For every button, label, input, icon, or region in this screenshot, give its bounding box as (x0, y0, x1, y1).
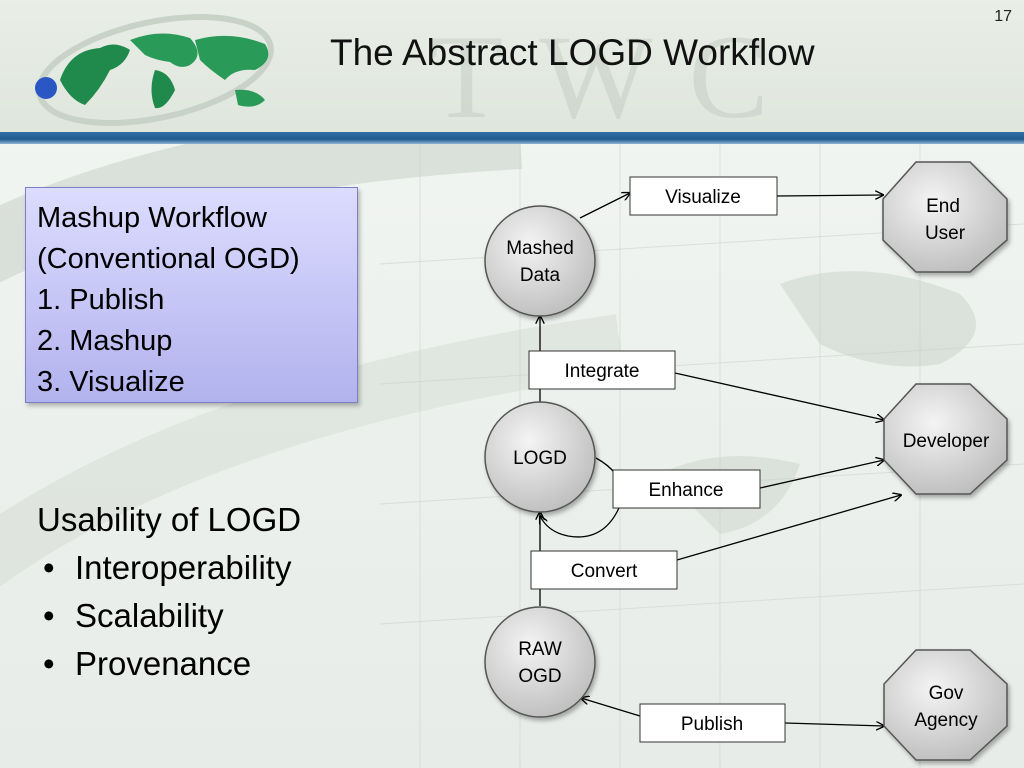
usability-item-label: Scalability (75, 597, 224, 634)
actor-gov-agency[interactable]: Gov Agency (883, 649, 1008, 761)
node-label: RAW (518, 639, 562, 660)
logo-dot-icon (35, 77, 57, 99)
header-bar (0, 132, 1024, 144)
step-label: Integrate (565, 361, 640, 382)
actor-label: User (925, 223, 966, 244)
actor-label: Developer (903, 431, 990, 452)
usability-section: Usability of LOGD • Interoperability • Sca… (37, 496, 301, 688)
step-integrate[interactable]: Integrate (528, 350, 676, 390)
edge-enhance-to-developer (759, 460, 884, 489)
usability-item: • Interoperability (37, 544, 301, 592)
edge-mashed-to-visualize (579, 193, 630, 219)
node-label: Data (520, 265, 561, 286)
mashup-box-line: 3. Visualize (37, 366, 185, 398)
edge-convert-to-developer (676, 495, 901, 561)
node-label: Mashed (506, 238, 574, 259)
usability-item-label: Interoperability (75, 549, 292, 586)
mashup-box-line: 2. Mashup (37, 325, 173, 357)
watermark-text: TWC (430, 10, 805, 143)
step-publish[interactable]: Publish (639, 703, 786, 743)
actor-end-user[interactable]: End User (882, 161, 1008, 273)
usability-item: • Provenance (37, 640, 301, 688)
edge-publish-to-raw (581, 698, 641, 717)
bullet-icon: • (43, 549, 55, 586)
background-map-decoration (0, 144, 1024, 768)
node-label: OGD (518, 666, 561, 687)
usability-heading: Usability of LOGD (37, 501, 302, 538)
usability-list: • Interoperability • Scalability • Provenan… (37, 544, 301, 688)
actor-label: Agency (914, 710, 978, 731)
node-raw-ogd[interactable]: RAW OGD (484, 606, 596, 718)
edge-visualize-to-enduser (776, 195, 883, 196)
mashup-workflow-box: Mashup Workflow (Conventional OGD) 1. Pu… (25, 187, 358, 403)
page-number: 17 (994, 8, 1012, 25)
actor-label: End (926, 196, 960, 217)
usability-item-label: Provenance (75, 645, 252, 682)
actor-developer[interactable]: Developer (883, 383, 1008, 495)
mashup-box-line: (Conventional OGD) (37, 243, 300, 275)
mashup-box-line: Mashup Workflow (37, 202, 267, 234)
bullet-icon: • (43, 645, 55, 682)
step-label: Convert (571, 561, 638, 582)
edge-integrate-to-developer (674, 372, 884, 420)
mashup-box-line: 1. Publish (37, 284, 165, 316)
page-title: The Abstract LOGD Workflow (330, 32, 815, 73)
step-convert[interactable]: Convert (530, 550, 678, 590)
step-label: Enhance (648, 480, 723, 501)
node-mashed-data[interactable]: Mashed Data (484, 205, 596, 317)
header (0, 0, 1024, 132)
world-map-logo (35, 14, 274, 126)
actor-label: Gov (929, 683, 964, 704)
step-label: Publish (681, 714, 743, 735)
node-label: LOGD (513, 448, 567, 469)
step-enhance[interactable]: Enhance (612, 469, 761, 509)
edge-publish-to-gov (784, 723, 884, 726)
step-visualize[interactable]: Visualize (629, 176, 778, 216)
step-label: Visualize (665, 187, 741, 208)
usability-item: • Scalability (37, 592, 301, 640)
bullet-icon: • (43, 597, 55, 634)
node-logd[interactable]: LOGD (484, 401, 596, 513)
